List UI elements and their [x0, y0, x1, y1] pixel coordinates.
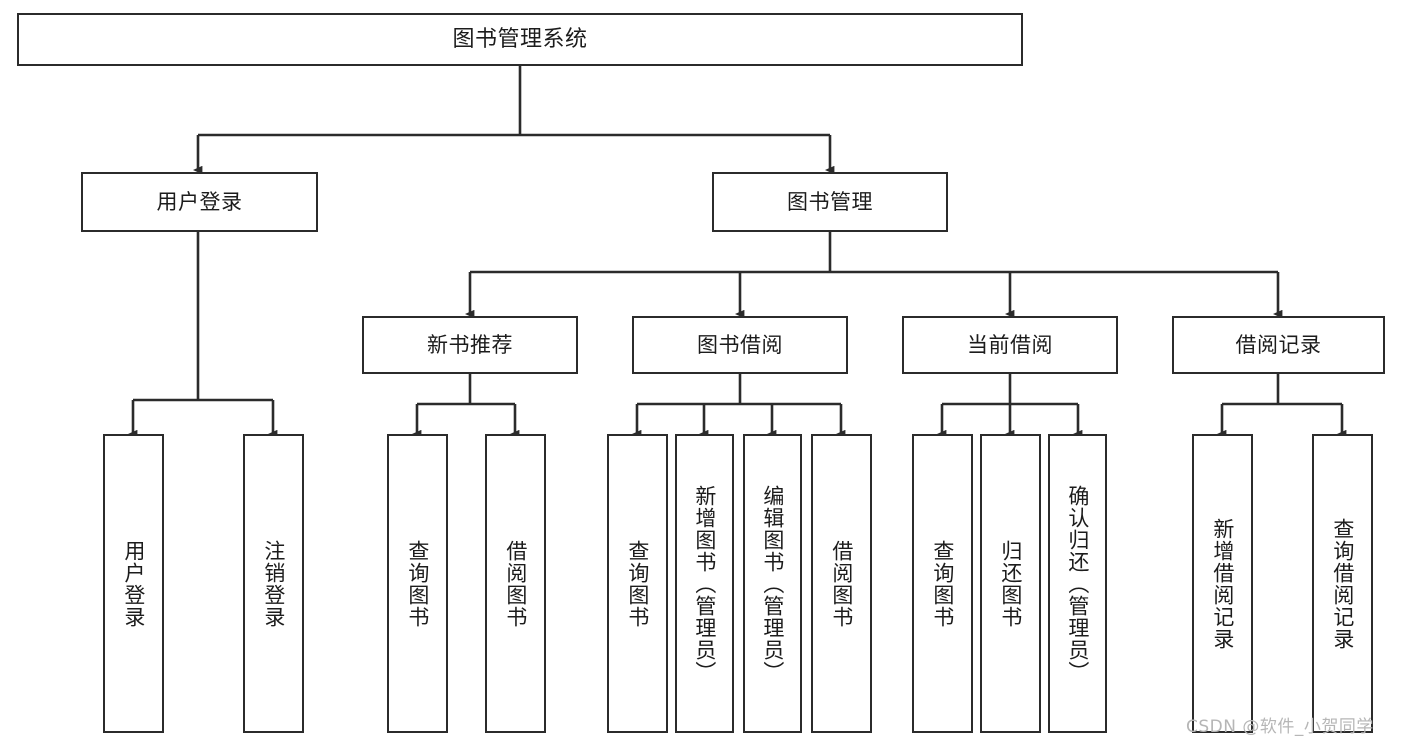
node-label: 借阅图书 — [503, 539, 528, 628]
node-label: 用户登录 — [156, 189, 243, 214]
node-label: 当前借阅 — [967, 332, 1053, 357]
node-label: 编辑图书（管理员） — [760, 484, 785, 683]
leaf-query-book-current[interactable]: 查询图书 — [912, 434, 973, 733]
node-book-management[interactable]: 图书管理 — [712, 172, 948, 232]
leaf-confirm-return-admin[interactable]: 确认归还（管理员） — [1048, 434, 1107, 733]
node-label: 查询借阅记录 — [1330, 517, 1355, 650]
node-label: 新书推荐 — [427, 332, 513, 357]
node-label: 查询图书 — [405, 539, 430, 628]
node-label: 用户登录 — [121, 539, 146, 628]
leaf-user-login[interactable]: 用户登录 — [103, 434, 164, 733]
node-label: 借阅记录 — [1235, 332, 1322, 357]
node-label: 新增借阅记录 — [1210, 517, 1235, 650]
node-user-login[interactable]: 用户登录 — [81, 172, 318, 232]
node-label: 查询图书 — [625, 539, 650, 628]
node-new-book-recommend[interactable]: 新书推荐 — [362, 316, 578, 374]
leaf-borrow-book[interactable]: 借阅图书 — [811, 434, 872, 733]
node-label: 借阅图书 — [829, 539, 854, 628]
leaf-borrow-book-recommend[interactable]: 借阅图书 — [485, 434, 546, 733]
leaf-query-borrow-record[interactable]: 查询借阅记录 — [1312, 434, 1373, 733]
leaf-return-book[interactable]: 归还图书 — [980, 434, 1041, 733]
node-label: 确认归还（管理员） — [1065, 484, 1090, 683]
leaf-edit-book-admin[interactable]: 编辑图书（管理员） — [743, 434, 802, 733]
node-borrow-record[interactable]: 借阅记录 — [1172, 316, 1385, 374]
leaf-query-book-borrow[interactable]: 查询图书 — [607, 434, 668, 733]
leaf-logout[interactable]: 注销登录 — [243, 434, 304, 733]
leaf-query-book-recommend[interactable]: 查询图书 — [387, 434, 448, 733]
node-label: 图书管理系统 — [452, 26, 588, 52]
node-label: 图书管理 — [787, 189, 873, 214]
node-label: 查询图书 — [930, 539, 955, 628]
leaf-add-book-admin[interactable]: 新增图书（管理员） — [675, 434, 734, 733]
node-label: 图书借阅 — [697, 332, 783, 357]
leaf-add-borrow-record[interactable]: 新增借阅记录 — [1192, 434, 1253, 733]
node-root-system[interactable]: 图书管理系统 — [17, 13, 1023, 66]
watermark-text: CSDN @软件_小贺同学 — [1186, 717, 1374, 737]
node-book-borrow[interactable]: 图书借阅 — [632, 316, 848, 374]
node-current-borrow[interactable]: 当前借阅 — [902, 316, 1118, 374]
node-label: 注销登录 — [261, 539, 286, 628]
node-label: 归还图书 — [998, 539, 1023, 628]
node-label: 新增图书（管理员） — [692, 484, 717, 683]
